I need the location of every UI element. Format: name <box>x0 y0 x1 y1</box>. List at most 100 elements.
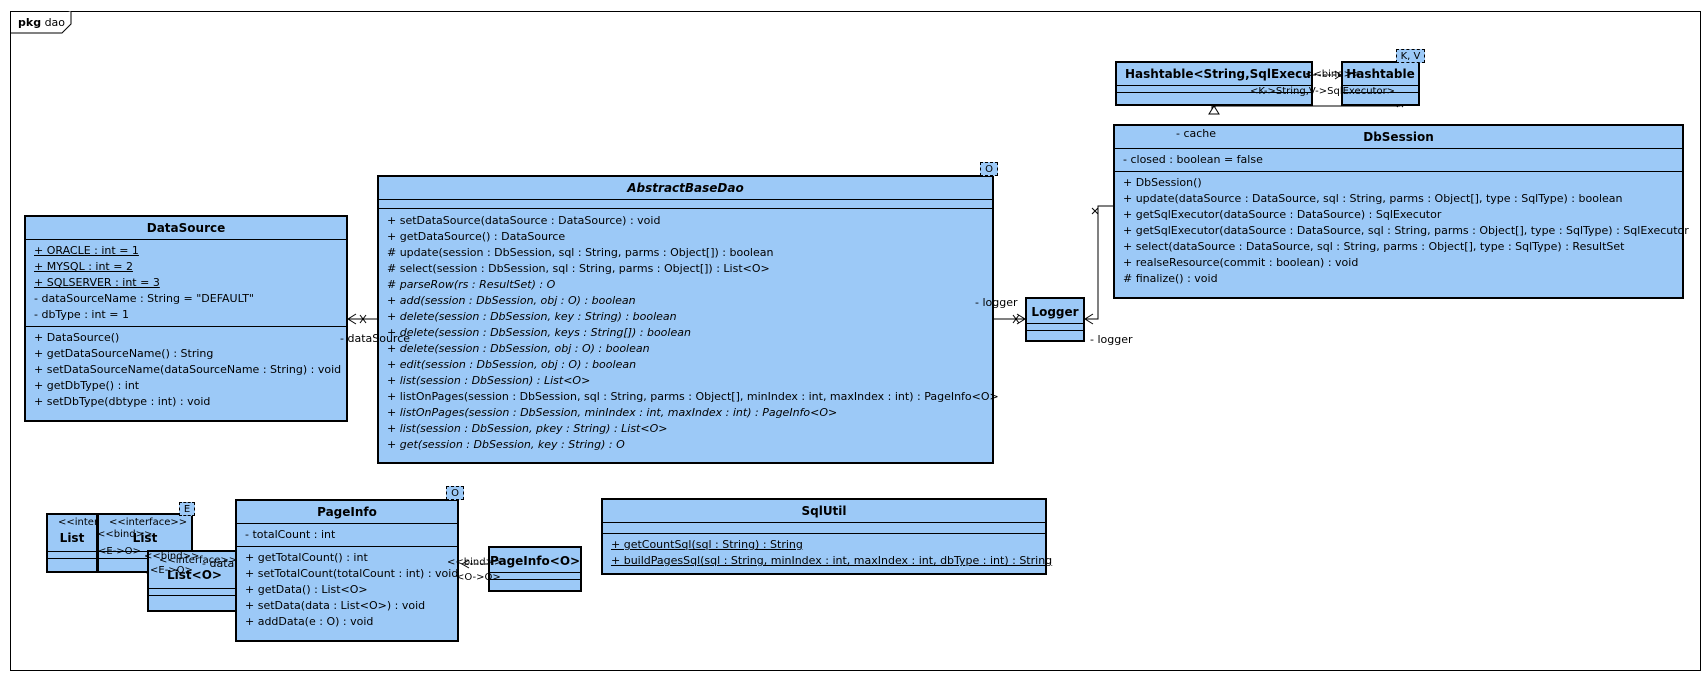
label-bind-list-a-sub: <E->O> <box>98 546 141 557</box>
class-dbsession: DbSession - closed : boolean = false + D… <box>1113 124 1689 299</box>
class-name: DataSource <box>146 221 226 235</box>
operation: + realseResource(commit : boolean) : voi… <box>1123 256 1359 269</box>
class-pageinfo-o: PageInfo<O> <box>488 546 582 592</box>
attributes-section: - closed : boolean = false <box>1115 148 1682 171</box>
operation: + getDataSource() : DataSource <box>387 230 566 243</box>
operation: # parseRow(rs : ResultSet) : O <box>387 278 556 291</box>
dao-datasource-arrow <box>347 313 357 325</box>
template-params-list-b: E <box>179 502 195 516</box>
attributes-section <box>1027 323 1083 330</box>
class-name: List <box>59 531 85 545</box>
operation: + get(session : DbSession, key : String)… <box>387 438 625 451</box>
class-name: Logger <box>1031 305 1079 319</box>
label-bind-hashtable: <<bind>> <box>1305 69 1361 80</box>
stereotype: <<interface>> <box>159 555 238 566</box>
operation: + update(dataSource : DataSource, sql : … <box>1123 192 1623 205</box>
operations-section: + setDataSource(dataSource : DataSource)… <box>379 208 999 456</box>
operation: + getDbType() : int <box>34 379 140 392</box>
stereotype: <<inter <box>58 517 99 528</box>
operation: + getCountSql(sql : String) : String <box>611 538 803 551</box>
package-keyword: pkg <box>18 16 42 29</box>
operation: + list(session : DbSession) : List<O> <box>387 374 591 387</box>
class-name: List <box>132 531 158 545</box>
class-name: Hashtable<String,SqlExecutor> <box>1125 67 1311 81</box>
operations-section <box>99 558 191 565</box>
class-sqlutil: SqlUtil + getCountSql(sql : String) : St… <box>601 498 1052 575</box>
label-bind-list-b: <<bind>> <box>144 551 200 562</box>
operations-section: + DataSource() + getDataSourceName() : S… <box>26 326 346 413</box>
operation: + listOnPages(session : DbSession, sql :… <box>387 390 999 403</box>
attributes-section <box>603 522 1045 533</box>
operation: + addData(e : O) : void <box>245 615 374 628</box>
class-name: AbstractBaseDao <box>627 181 744 195</box>
attribute: - dataSourceName : String = "DEFAULT" <box>34 292 254 305</box>
operation: + getSqlExecutor(dataSource : DataSource… <box>1123 224 1689 237</box>
template-params-pageinfo: O <box>446 486 464 500</box>
operation: + edit(session : DbSession, obj : O) : b… <box>387 358 637 371</box>
label-datasource: - dataSource <box>340 332 411 345</box>
operation: + getData() : List<O> <box>245 583 368 596</box>
label-bind-hashtable-sub: <K->String,V->SqlExecutor> <box>1250 86 1396 97</box>
package-frame <box>10 11 1701 671</box>
label-bind-pageinfo: <<bind>> <box>447 557 503 568</box>
operation: + select(dataSource : DataSource, sql : … <box>1123 240 1625 253</box>
class-abstractbasedao: AbstractBaseDao + setDataSource(dataSour… <box>377 175 999 464</box>
label-logger-dbsession: - logger <box>1090 333 1133 346</box>
operation: # finalize() : void <box>1123 272 1218 285</box>
class-list-a: <<inter List <box>46 513 98 573</box>
operation: + listOnPages(session : DbSession, minIn… <box>387 406 838 419</box>
label-cache: - cache <box>1176 127 1217 140</box>
stereotype: <<interface>> <box>109 517 188 528</box>
attributes-section: + ORACLE : int = 1 + MYSQL : int = 2 + S… <box>26 239 346 326</box>
operation: + setTotalCount(totalCount : int) : void <box>245 567 459 580</box>
operation: # select(session : DbSession, sql : Stri… <box>387 262 770 275</box>
operations-section <box>1117 92 1311 99</box>
class-name: PageInfo <box>317 505 377 519</box>
pageinfo-bind-arrow <box>460 559 470 569</box>
operation: + delete(session : DbSession, keys : Str… <box>387 326 691 339</box>
operation: + getTotalCount() : int <box>245 551 368 564</box>
dbsession-logger-line <box>1085 205 1113 320</box>
operations-section <box>48 558 96 565</box>
class-name: Hashtable <box>1346 67 1415 81</box>
attributes-section <box>490 572 580 579</box>
label-bind-list-a: <<bind>> <box>97 529 153 540</box>
attribute: - totalCount : int <box>245 528 336 541</box>
label-logger-dao: - logger <box>975 296 1018 309</box>
class-name: List<O> <box>167 568 222 582</box>
class-name: SqlUtil <box>801 504 847 518</box>
operation: + getSqlExecutor(dataSource : DataSource… <box>1123 208 1442 221</box>
attributes-section <box>149 588 240 595</box>
attributes-section <box>1117 85 1311 92</box>
label-data: - data <box>202 557 235 570</box>
operations-section: + getCountSql(sql : String) : String + b… <box>603 533 1052 572</box>
label-bind-pageinfo-sub: <O->O> <box>456 572 501 583</box>
operation: + setDbType(dbtype : int) : void <box>34 395 211 408</box>
package-tab-outline <box>10 11 72 34</box>
template-params-hashtable: K, V <box>1396 49 1425 63</box>
operation: + setDataSourceName(dataSourceName : Str… <box>34 363 342 376</box>
generalization-arrowhead <box>1208 105 1220 115</box>
attribute: + ORACLE : int = 1 <box>34 244 139 257</box>
operations-section: + DbSession() + update(dataSource : Data… <box>1115 171 1689 290</box>
attributes-section <box>379 199 992 208</box>
class-name: PageInfo<O> <box>490 554 580 568</box>
operations-section <box>1027 330 1083 337</box>
operation: + delete(session : DbSession, key : Stri… <box>387 310 677 323</box>
attribute: - closed : boolean = false <box>1123 153 1263 166</box>
attribute: - dbType : int = 1 <box>34 308 129 321</box>
operations-section <box>490 579 580 586</box>
dao-datasource-x-b <box>359 314 367 324</box>
class-logger: Logger <box>1025 297 1085 342</box>
operation: + delete(session : DbSession, obj : O) :… <box>387 342 650 355</box>
operations-section <box>1343 92 1418 99</box>
operation: # update(session : DbSession, sql : Stri… <box>387 246 774 259</box>
operation: + setDataSource(dataSource : DataSource)… <box>387 214 661 227</box>
operations-section <box>149 595 240 602</box>
template-params-abstractbasedao: O <box>980 162 998 176</box>
class-hashtable-sqlexecutor: Hashtable<String,SqlExecutor> <box>1115 61 1313 106</box>
dao-logger-x-b <box>1012 314 1020 324</box>
operation: + getDataSourceName() : String <box>34 347 214 360</box>
class-name: DbSession <box>1363 130 1434 144</box>
